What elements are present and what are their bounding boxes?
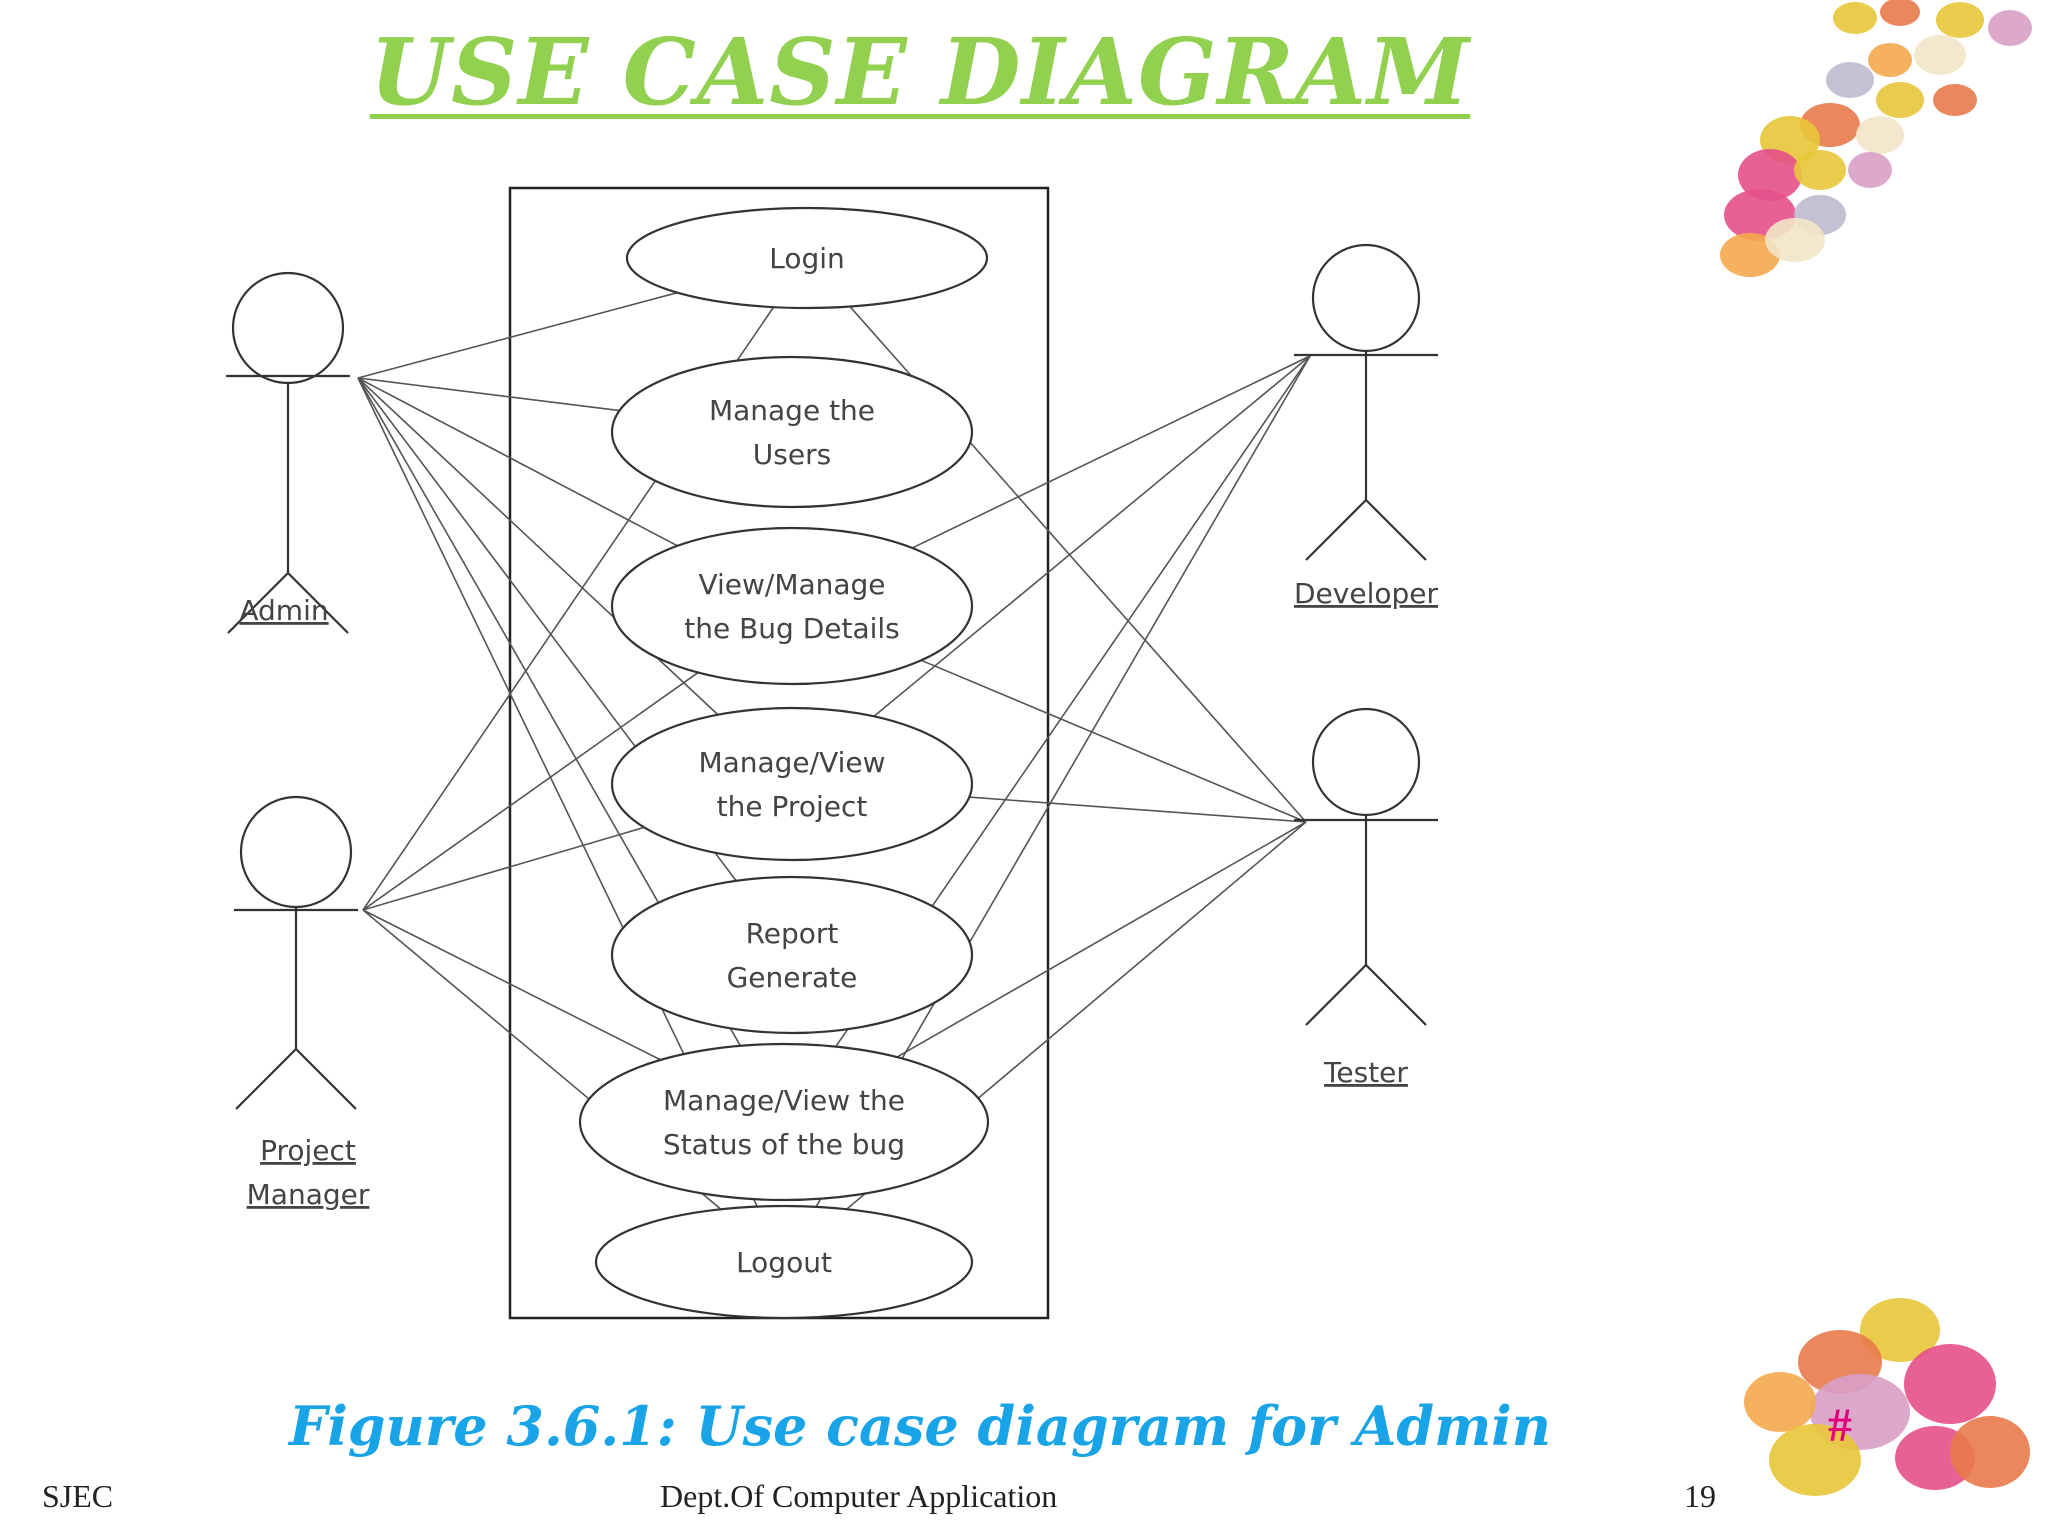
actor-leg-right — [1365, 499, 1427, 561]
association-line — [873, 355, 1311, 717]
association-line — [362, 826, 645, 911]
candy-egg — [1856, 116, 1904, 154]
candy-egg — [1848, 152, 1892, 188]
association-line — [357, 377, 678, 547]
use-case-ellipse — [610, 355, 974, 509]
association-line — [362, 671, 699, 911]
actor-leg-right — [295, 1048, 357, 1110]
candy-egg — [1769, 1424, 1861, 1496]
actor-head — [1311, 707, 1421, 817]
use-case-ellipse — [625, 206, 989, 310]
association-line — [920, 659, 1307, 823]
use-case-ellipse — [610, 706, 974, 862]
candy-egg — [1744, 1372, 1816, 1432]
actor-label: Manager — [247, 1178, 370, 1211]
association-line — [357, 377, 620, 412]
candy-egg — [1933, 84, 1977, 116]
use-case-label: Users — [753, 438, 831, 471]
footer-left: SJEC — [42, 1478, 114, 1514]
actor-leg-right — [287, 572, 349, 634]
candy-egg — [1950, 1416, 2030, 1488]
association-line — [969, 796, 1307, 823]
candy-egg — [1936, 2, 1984, 38]
slide-marker: # — [1828, 1399, 1852, 1452]
actor-admin: Admin — [226, 271, 350, 634]
use-case-label: Generate — [727, 961, 858, 994]
actor-head — [239, 795, 353, 909]
use-case-label: Manage/View the — [663, 1084, 905, 1117]
actor-label: Tester — [1323, 1056, 1408, 1089]
use-case-project: Manage/View the Project — [610, 706, 974, 862]
candy-egg — [1738, 149, 1802, 201]
association-line — [362, 909, 661, 1061]
footer-center: Dept.Of Computer Application — [660, 1478, 1058, 1514]
use-case-ellipse — [610, 526, 974, 686]
actor-label: Admin — [239, 594, 328, 627]
actor-head — [1311, 243, 1421, 353]
candy-egg — [1988, 10, 2032, 46]
use-case-logout: Logout — [594, 1204, 974, 1320]
use-case-label: the Project — [717, 790, 868, 823]
candy-egg — [1868, 43, 1912, 77]
use-case-ellipse — [594, 1204, 974, 1320]
actor-leg-left — [235, 1048, 297, 1110]
actor-label: Developer — [1294, 577, 1438, 610]
actor-leg-right — [1365, 964, 1427, 1026]
candy-egg — [1860, 1298, 1940, 1362]
candy-egg — [1880, 0, 1920, 26]
candy-egg — [1765, 218, 1825, 262]
actor-head — [231, 271, 345, 385]
candy-egg — [1720, 233, 1780, 277]
candy-egg — [1914, 35, 1966, 75]
use-case-label: Login — [769, 242, 845, 275]
use-case-ellipse — [610, 875, 974, 1035]
use-case-bug: View/Manage the Bug Details — [610, 526, 974, 686]
candy-egg — [1876, 82, 1924, 118]
use-case-ellipse — [578, 1042, 990, 1202]
association-line — [911, 355, 1311, 549]
use-case-label: Manage/View — [698, 746, 885, 779]
candy-egg — [1904, 1344, 1996, 1424]
actor-developer: Developer — [1294, 243, 1438, 610]
use-case-label: View/Manage — [698, 568, 885, 601]
use-case-label: Logout — [736, 1246, 832, 1279]
slide-title: USE CASE DIAGRAM — [369, 18, 1471, 126]
candy-egg — [1833, 2, 1877, 34]
association-line — [896, 821, 1307, 1058]
actor-leg-left — [227, 572, 289, 634]
figure-caption: Figure 3.6.1: Use case diagram for Admin — [288, 1394, 1552, 1458]
use-case-label: Status of the bug — [663, 1128, 905, 1161]
use-case-label: Manage the — [709, 394, 875, 427]
actor-label: Project — [260, 1134, 356, 1167]
candy-egg — [1826, 62, 1874, 98]
use-case-label: the Bug Details — [684, 612, 900, 645]
actor-leg-left — [1305, 499, 1367, 561]
candy-egg — [1794, 150, 1846, 190]
association-line — [357, 291, 678, 379]
actor-leg-left — [1305, 964, 1367, 1026]
use-case-login: Login — [625, 206, 989, 310]
use-case-label: Report — [746, 917, 839, 950]
page-number: 19 — [1684, 1478, 1716, 1514]
actor-tester: Tester — [1294, 707, 1438, 1089]
